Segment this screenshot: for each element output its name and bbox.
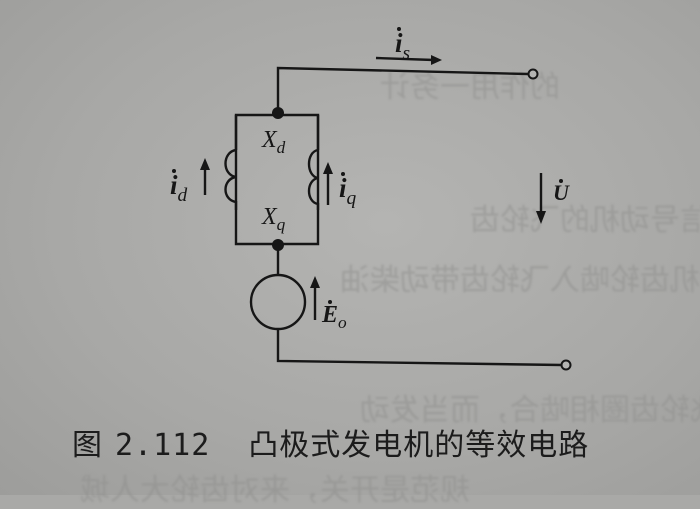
node-bottom	[272, 239, 284, 251]
inductor-xq	[307, 148, 320, 230]
label-reactance-xd: Xd	[262, 127, 286, 158]
label-current-iq: iq	[339, 173, 357, 209]
label-reactance-xq: Xq	[262, 204, 286, 235]
arrow-head-u	[536, 211, 546, 224]
caption-prefix: 图	[72, 428, 103, 463]
equivalent-circuit-diagram	[200, 55, 572, 371]
bottom-wire	[276, 329, 563, 367]
node-top	[272, 107, 284, 119]
caption-title: 凸极式发电机的等效电路	[248, 428, 590, 463]
label-current-id: id	[170, 170, 188, 206]
top-wire	[276, 66, 529, 110]
terminal-top	[527, 68, 539, 80]
arrow-head-id	[200, 158, 210, 170]
scanned-page	[0, 0, 700, 495]
label-emf-eo: Eo	[322, 302, 347, 333]
arrow-head-e	[310, 276, 320, 288]
label-current-is: is	[395, 28, 411, 64]
inductor-xd	[224, 148, 238, 230]
figure-caption: 图 2.112 凸极式发电机的等效电路	[72, 420, 589, 464]
terminal-bottom	[560, 359, 572, 371]
label-voltage-u: U	[553, 180, 569, 205]
emf-source-circle	[249, 273, 307, 331]
caption-number: 2.112	[115, 428, 211, 463]
arrow-head-iq	[323, 162, 333, 174]
arrow-head-is	[431, 55, 442, 65]
